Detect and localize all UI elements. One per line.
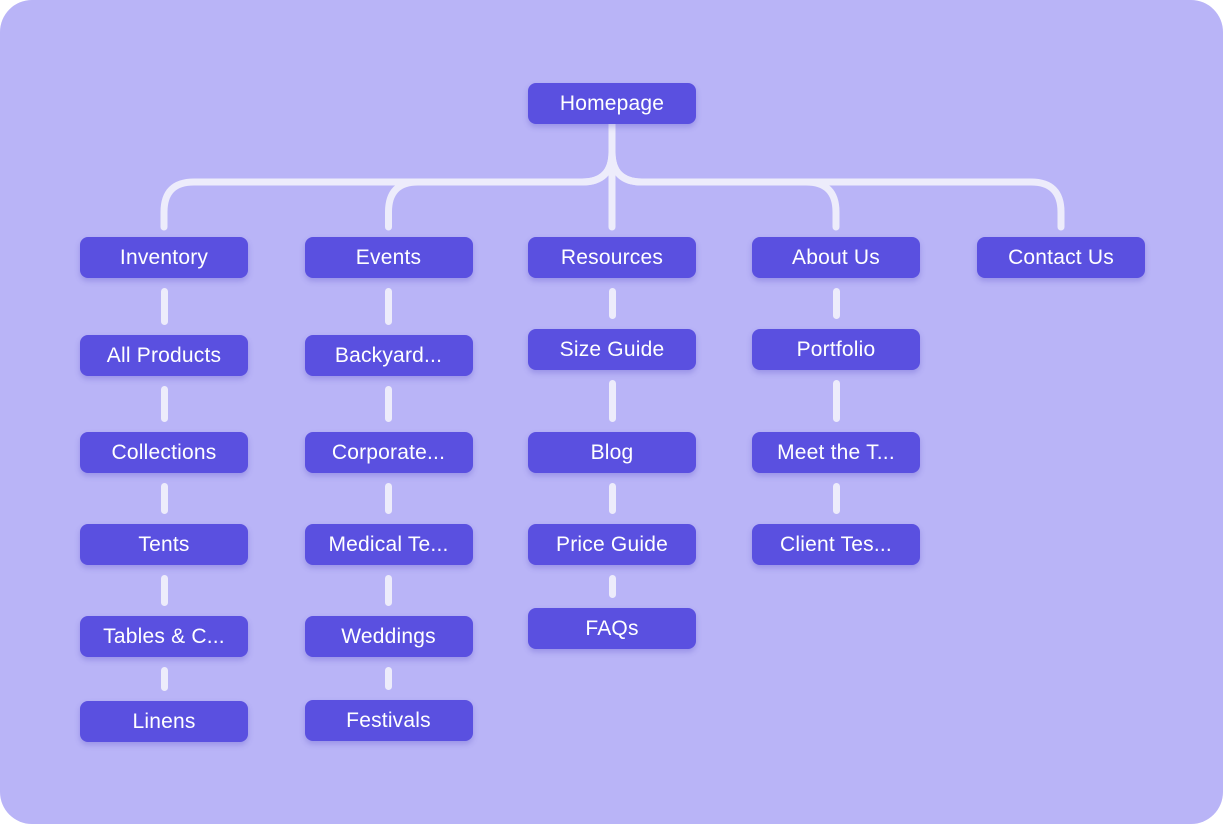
sitemap-node-client-tes[interactable]: Client Tes... bbox=[752, 524, 920, 565]
connector-stub bbox=[160, 288, 168, 325]
connector-stub bbox=[608, 288, 616, 319]
sitemap-node-faqs[interactable]: FAQs bbox=[528, 608, 696, 649]
connector-stub bbox=[385, 667, 392, 690]
edge-homepage-events bbox=[385, 120, 616, 231]
connector-stub bbox=[608, 575, 616, 598]
connector-stub bbox=[385, 288, 392, 325]
sitemap-node-size-guide[interactable]: Size Guide bbox=[528, 329, 696, 370]
connector-stub bbox=[160, 483, 168, 514]
connector-stub bbox=[385, 386, 392, 422]
sitemap-node-price-guide[interactable]: Price Guide bbox=[528, 524, 696, 565]
sitemap-node-tables-c[interactable]: Tables & C... bbox=[80, 616, 248, 657]
connector-stub bbox=[608, 380, 616, 422]
sitemap-node-backyard[interactable]: Backyard... bbox=[304, 335, 473, 376]
connector-stub bbox=[160, 667, 168, 691]
sitemap-node-weddings[interactable]: Weddings bbox=[304, 616, 473, 657]
sitemap-node-inventory[interactable]: Inventory bbox=[80, 237, 248, 278]
sitemap-node-events[interactable]: Events bbox=[304, 237, 473, 278]
connector-stub bbox=[160, 575, 168, 606]
sitemap-node-portfolio[interactable]: Portfolio bbox=[752, 329, 920, 370]
connector-stub bbox=[832, 380, 840, 422]
sitemap-node-linens[interactable]: Linens bbox=[80, 701, 248, 742]
sitemap-node-contact-us[interactable]: Contact Us bbox=[977, 237, 1145, 278]
sitemap-node-about-us[interactable]: About Us bbox=[752, 237, 920, 278]
connector-stub bbox=[385, 575, 392, 606]
connector-stub bbox=[608, 483, 616, 514]
edge-homepage-contact-us bbox=[608, 120, 1065, 231]
edge-homepage-about-us bbox=[608, 120, 840, 231]
connector-stub bbox=[832, 483, 840, 514]
sitemap-node-corporate[interactable]: Corporate... bbox=[304, 432, 473, 473]
sitemap-node-resources[interactable]: Resources bbox=[528, 237, 696, 278]
sitemap-node-tents[interactable]: Tents bbox=[80, 524, 248, 565]
sitemap-node-homepage[interactable]: Homepage bbox=[528, 83, 696, 124]
connector-stub bbox=[385, 483, 392, 514]
sitemap-node-meet-the-t[interactable]: Meet the T... bbox=[752, 432, 920, 473]
sitemap-node-blog[interactable]: Blog bbox=[528, 432, 696, 473]
sitemap-node-collections[interactable]: Collections bbox=[80, 432, 248, 473]
sitemap-node-medical-te[interactable]: Medical Te... bbox=[304, 524, 473, 565]
sitemap-node-festivals[interactable]: Festivals bbox=[304, 700, 473, 741]
connector-stub bbox=[832, 288, 840, 319]
edge-homepage-inventory bbox=[160, 120, 616, 231]
sitemap-node-all-products[interactable]: All Products bbox=[80, 335, 248, 376]
connector-stub bbox=[160, 386, 168, 422]
